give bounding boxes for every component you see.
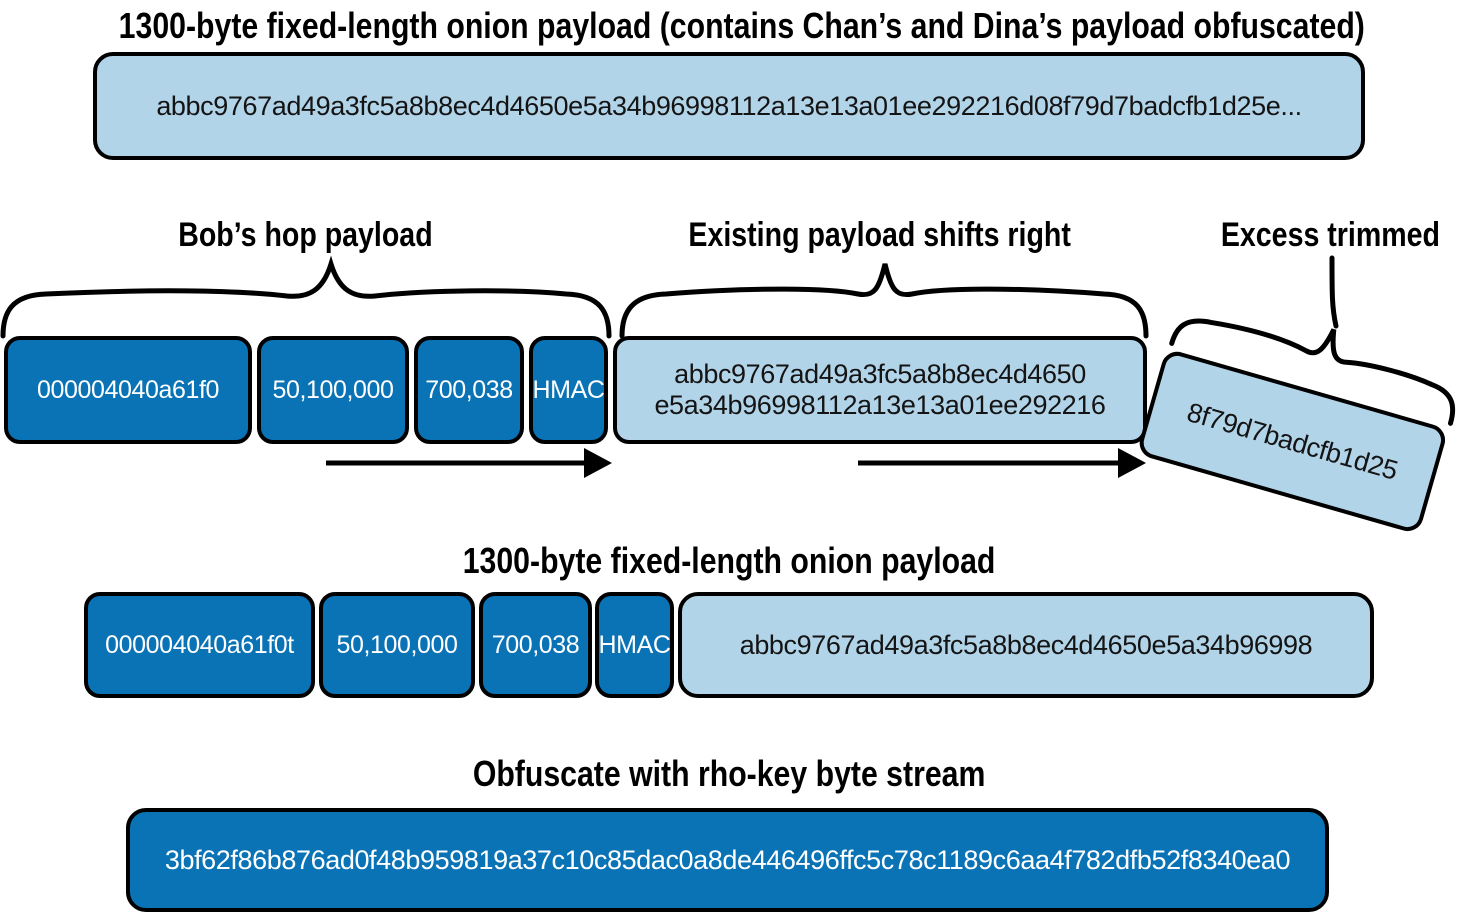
rho-key-stream-box: 3bf62f86b876ad0f48b959819a37c10c85dac0a8… bbox=[126, 808, 1329, 912]
top-onion-payload-hex: abbc9767ad49a3fc5a8b8ec4d4650e5a34b96998… bbox=[156, 90, 1302, 121]
existing-payload-box: abbc9767ad49a3fc5a8b8ec4d4650 e5a34b9699… bbox=[613, 336, 1147, 444]
result-field-amount: 50,100,000 bbox=[319, 592, 475, 698]
hop-field-cltv: 700,038 bbox=[414, 336, 524, 444]
result-field-cltv: 700,038 bbox=[479, 592, 592, 698]
title-obfuscated-payload-text: 1300-byte fixed-length onion payload (co… bbox=[118, 5, 1365, 46]
result-field-hmac: HMAC bbox=[595, 592, 674, 698]
trimmed-bytes-hex: 8f79d7badcfb1d25 bbox=[1183, 396, 1402, 486]
existing-payload-line2: e5a34b96998112a13e13a01ee292216 bbox=[654, 390, 1106, 420]
hop-field-pubkey: 000004040a61f0 bbox=[4, 336, 252, 444]
title-obfuscate-rho-key: Obfuscate with rho-key byte stream bbox=[473, 753, 986, 794]
excess-trimmed-group: 8f79d7badcfb1d25 bbox=[1128, 300, 1459, 565]
top-onion-payload-box: abbc9767ad49a3fc5a8b8ec4d4650e5a34b96998… bbox=[93, 52, 1365, 160]
rho-key-stream-hex: 3bf62f86b876ad0f48b959819a37c10c85dac0a8… bbox=[164, 844, 1291, 875]
title-obfuscated-payload: 1300-byte fixed-length onion payload (co… bbox=[0, 5, 1459, 47]
result-existing-payload-box: abbc9767ad49a3fc5a8b8ec4d4650e5a34b96998 bbox=[678, 592, 1374, 698]
hop-field-amount: 50,100,000 bbox=[257, 336, 409, 444]
label-bobs-hop-payload: Bob’s hop payload bbox=[177, 216, 433, 254]
brace-excess-trimmed bbox=[1169, 318, 1456, 426]
label-existing-payload-shifts-right: Existing payload shifts right bbox=[688, 216, 1072, 254]
shift-arrow-left-head bbox=[584, 448, 612, 478]
hop-field-hmac: HMAC bbox=[529, 336, 608, 444]
result-field-pubkey: 000004040a61f0t bbox=[84, 592, 315, 698]
result-existing-payload-hex: abbc9767ad49a3fc5a8b8ec4d4650e5a34b96998 bbox=[739, 629, 1313, 660]
excess-trimmed-pointer-line bbox=[1329, 255, 1339, 329]
brace-bob-hop-payload bbox=[0, 255, 612, 339]
brace-existing-payload bbox=[619, 263, 1149, 339]
label-excess-trimmed: Excess trimmed bbox=[1220, 216, 1440, 254]
title-fixed-length-payload: 1300-byte fixed-length onion payload bbox=[463, 540, 996, 581]
existing-payload-line1: abbc9767ad49a3fc5a8b8ec4d4650 bbox=[674, 359, 1086, 389]
